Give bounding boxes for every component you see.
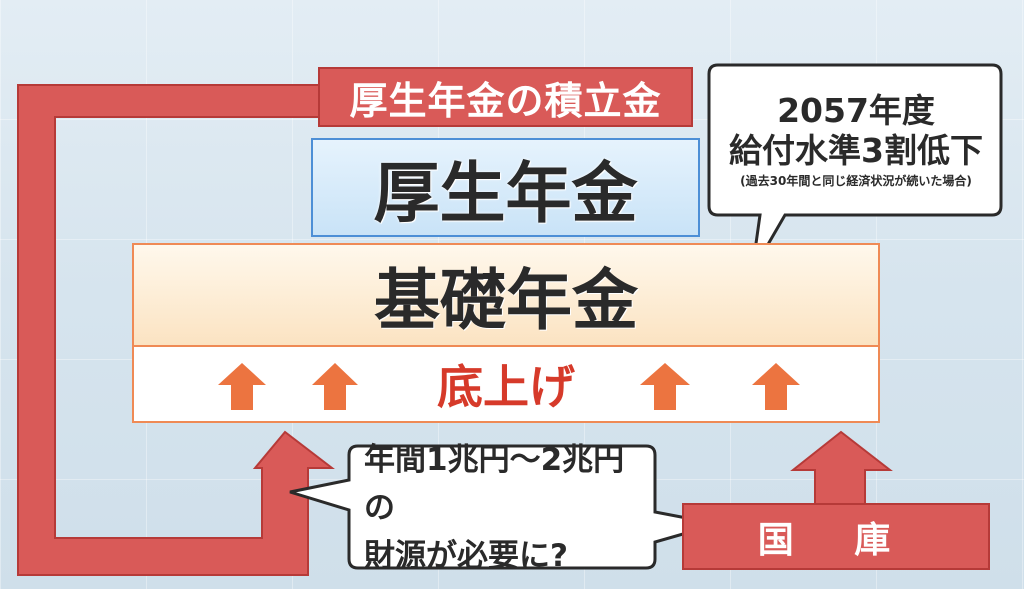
callout-funding-line2: 財源が必要に? [364,538,568,574]
treasury-box: 国 庫 [682,503,990,570]
callout-funding-line1: 年間1兆円～2兆円の [364,442,625,526]
callout-top: 2057年度 給付水準3割低下 (過去30年間と同じ経済状況が続いた場合) [712,68,1000,214]
callout-year: 2057年度 [777,91,935,130]
callout-bottom-bubble [289,444,719,570]
employee-pension-box: 厚生年金 [311,138,700,237]
up-arrow-icon [640,363,690,410]
up-arrow-icon [218,363,266,410]
basic-pension-box: 基礎年金 [132,243,880,345]
reserve-fund-flow-arrow [17,84,335,576]
raise-floor-label: 底上げ [437,360,575,414]
reserve-fund-label: 厚生年金の積立金 [318,67,693,127]
up-arrow-icon [312,363,358,410]
callout-note: (過去30年間と同じ経済状況が続いた場合) [740,174,972,188]
up-arrow-icon [752,363,800,410]
callout-bottom: 年間1兆円～2兆円の 財源が必要に? [352,442,654,574]
callout-benefit-drop: 給付水準3割低下 [729,131,983,170]
treasury-flow-arrow [790,430,893,506]
